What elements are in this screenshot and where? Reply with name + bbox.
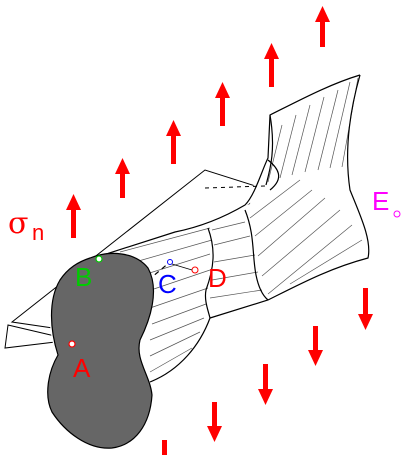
up-arrow xyxy=(315,6,330,47)
tube-lower-edge xyxy=(149,317,211,383)
tube-upper-edge xyxy=(99,74,361,257)
crack-wedge xyxy=(4,324,73,349)
section-curve-far xyxy=(267,159,280,191)
sigma-label: σ xyxy=(8,206,28,241)
point-c-marker xyxy=(167,259,173,265)
section-curve-mid xyxy=(244,209,269,301)
crack-front-line-upper xyxy=(204,185,266,189)
down-arrow xyxy=(358,288,373,330)
label-b: B xyxy=(75,262,92,292)
section-curve-d xyxy=(204,227,214,319)
down-arrow xyxy=(207,402,222,442)
downward-stress-arrows xyxy=(162,288,373,455)
up-arrow xyxy=(166,120,181,164)
label-d: D xyxy=(208,263,227,293)
upward-stress-arrows xyxy=(66,6,330,238)
point-a-marker xyxy=(68,340,76,348)
up-arrow xyxy=(66,194,81,238)
down-arrow xyxy=(308,326,323,366)
point-e-marker xyxy=(393,210,401,218)
tube-right-edge xyxy=(209,74,370,319)
down-arrow xyxy=(258,364,273,405)
label-a: A xyxy=(73,353,91,383)
up-arrow xyxy=(115,158,130,198)
label-e: E xyxy=(372,186,389,216)
tube-far-edge xyxy=(265,114,274,186)
cross-section xyxy=(47,252,155,449)
point-b-marker xyxy=(95,255,103,263)
c-d-connector xyxy=(171,263,193,271)
up-arrow xyxy=(264,43,279,87)
point-d-marker xyxy=(191,266,199,274)
down-arrow-partial xyxy=(162,440,167,455)
up-arrow xyxy=(215,82,230,126)
label-c: C xyxy=(158,269,177,299)
sigma-subscript: n xyxy=(32,220,44,245)
